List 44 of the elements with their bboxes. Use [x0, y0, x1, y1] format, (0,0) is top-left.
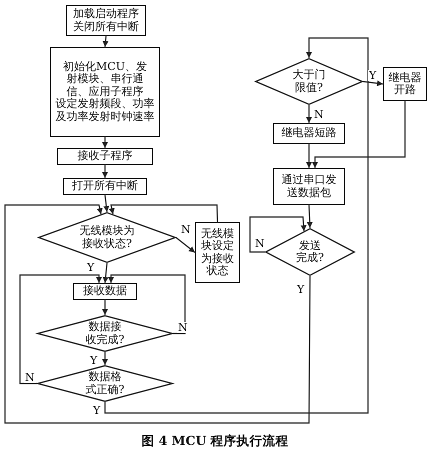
- decision-diamond: 无线模块为接收状态?: [38, 212, 176, 263]
- process-box: 打开所有中断: [63, 178, 147, 195]
- arrow: [306, 105, 312, 123]
- arrow: [306, 144, 312, 168]
- process-box: 无线模块设定为接收状态: [195, 222, 240, 283]
- arrow: [102, 36, 109, 48]
- decision-diamond: 发送完成?: [265, 228, 355, 276]
- process-box: 继电器短路: [273, 123, 345, 144]
- arrow: [176, 237, 196, 253]
- arrow: [104, 37, 369, 414]
- edge-label: N: [254, 238, 266, 249]
- decision-diamond: 大于门限值?: [255, 58, 363, 105]
- process-box: 加载启动程序 关闭所有中断: [66, 5, 146, 36]
- decision-diamond: 数据接收完成?: [37, 315, 173, 352]
- arrow: [102, 352, 108, 365]
- edge-label: N: [180, 224, 192, 235]
- process-box: 通过串口发送数据包: [273, 168, 345, 205]
- process-box: 继电器开路: [383, 67, 427, 101]
- edge-label: Y: [296, 284, 306, 295]
- arrow: [19, 274, 102, 384]
- arrow: [4, 204, 311, 424]
- process-box: 接收数据: [73, 283, 137, 300]
- arrow: [108, 204, 218, 222]
- edge-label: N: [313, 109, 325, 120]
- edge-label: Y: [92, 405, 102, 416]
- arrow: [103, 194, 110, 212]
- arrow: [102, 262, 109, 284]
- arrow: [102, 137, 108, 148]
- process-box: 初始化MCU、发射模块、串行通信、应用子程序 设定发射频段、功率及功率发射时钟速率: [50, 47, 160, 137]
- arrow: [102, 165, 108, 178]
- edge-label: Y: [89, 355, 98, 366]
- arrow: [362, 80, 384, 86]
- edge-label: Y: [86, 262, 96, 273]
- arrow: [312, 101, 406, 168]
- edge-label: N: [24, 372, 36, 383]
- arrow: [249, 216, 307, 253]
- edge-label: N: [177, 322, 189, 333]
- arrow: [306, 204, 313, 228]
- caption: 图 4 MCU 程序执行流程: [140, 433, 290, 449]
- decision-diamond: 数据格式正确?: [37, 365, 173, 402]
- arrow: [108, 274, 186, 334]
- arrow: [102, 300, 108, 315]
- edge-label: Y: [368, 70, 378, 81]
- process-box: 接收子程序: [57, 148, 153, 165]
